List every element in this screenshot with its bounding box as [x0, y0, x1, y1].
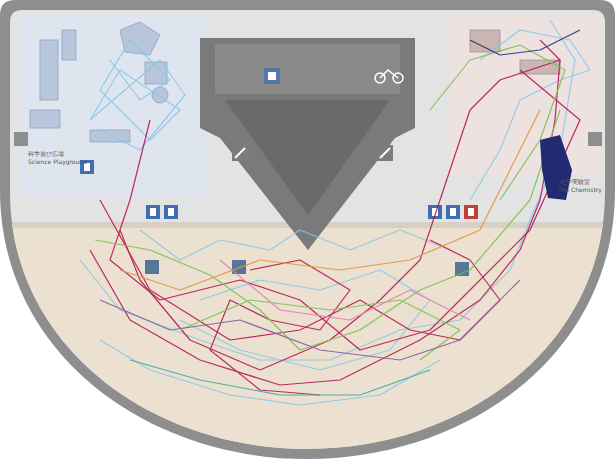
room-label: Science Playground	[28, 158, 87, 165]
room-label: The Chemistry	[558, 186, 602, 193]
room-label: 科学遊び広場	[28, 150, 64, 157]
room-label: 化学実験室	[560, 178, 590, 185]
